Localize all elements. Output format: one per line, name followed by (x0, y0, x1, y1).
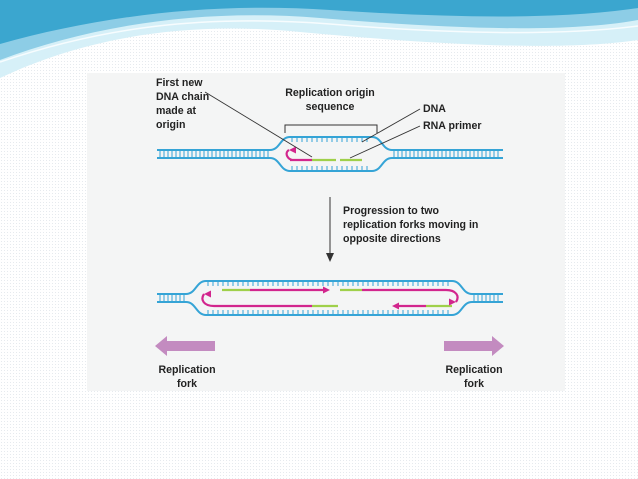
origin-bracket (284, 124, 378, 133)
rna-primers (222, 158, 452, 308)
swoosh-band-dark (0, 0, 638, 44)
fork-turn-left (201, 293, 215, 308)
arrow-head-icon (323, 286, 330, 294)
fork-turn-right (445, 288, 459, 303)
pointer-first-chain (204, 91, 313, 158)
label-first-new-chain-3: made at (156, 105, 197, 117)
swoosh-line (0, 20, 638, 63)
label-replication-origin-2: sequence (306, 101, 355, 113)
first-chain-hook (285, 149, 293, 162)
dna-backbones (157, 136, 503, 316)
arrow-head-icon (289, 146, 296, 154)
new-dna-chains (201, 146, 459, 310)
upper-bubble-bottom-strand (157, 157, 503, 172)
pointer-dna (361, 108, 421, 143)
dna-base-pairs (159, 137, 499, 315)
arrow-head-icon (392, 302, 399, 310)
arrow-left-icon (155, 336, 215, 356)
lower-bubble-bottom-strand (157, 301, 503, 316)
label-progression-3: opposite directions (343, 233, 441, 245)
header-swoosh (0, 0, 638, 78)
label-fork-right-1: Replication (445, 364, 502, 376)
arrow-head-icon (204, 290, 211, 298)
arrow-head-icon (449, 298, 456, 306)
label-rna-primer: RNA primer (423, 120, 481, 132)
label-fork-left-2: fork (177, 378, 197, 390)
label-replication-origin-1: Replication origin (285, 87, 374, 99)
upper-bubble-top-strand (157, 136, 503, 151)
label-fork-left-1: Replication (158, 364, 215, 376)
label-progression-2: replication forks moving in (343, 219, 478, 231)
label-first-new-chain-1: First new (156, 77, 203, 89)
label-dna: DNA (423, 103, 446, 115)
arrow-right-icon (444, 336, 504, 356)
arrow-down-icon (326, 253, 334, 262)
lower-bubble-top-strand (157, 280, 503, 295)
label-first-new-chain-4: origin (156, 119, 185, 131)
label-progression-1: Progression to two (343, 205, 439, 217)
label-first-new-chain-2: DNA chain (156, 91, 209, 103)
label-fork-right-2: fork (464, 378, 484, 390)
pointer-rna-primer (349, 125, 421, 159)
